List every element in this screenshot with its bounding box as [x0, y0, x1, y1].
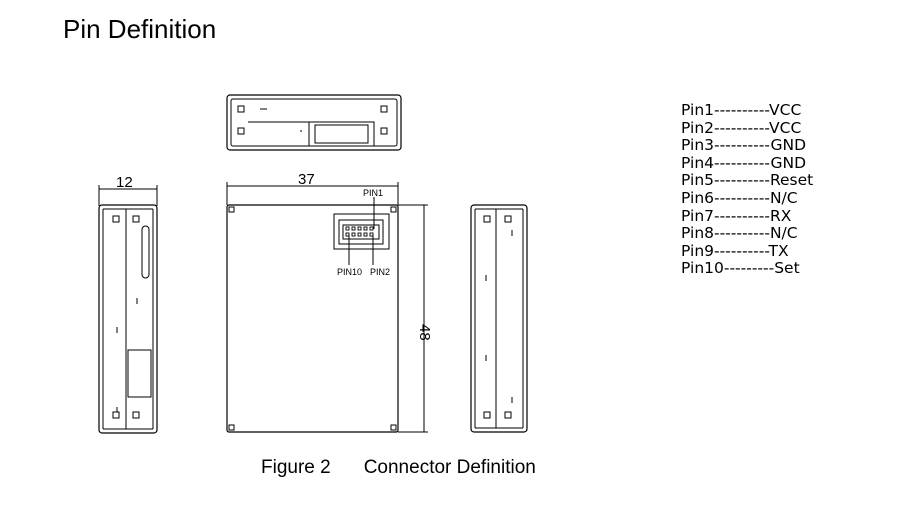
pin-row: Pin9----------TX: [681, 241, 813, 261]
pin-number: Pin3: [681, 136, 714, 155]
pin-leader: ----------: [714, 136, 771, 155]
pin-row: Pin6----------N/C: [681, 188, 813, 208]
pin-signal: Set: [774, 259, 800, 278]
front-view: [226, 182, 428, 433]
pin-row: Pin7----------RX: [681, 206, 813, 226]
pin-number: Pin2: [681, 118, 714, 137]
pin2-label: PIN2: [370, 267, 390, 277]
pin-signal: GND: [770, 136, 807, 155]
pin-leader: ----------: [714, 101, 770, 119]
pin-leader: ----------: [714, 118, 770, 137]
pin-leader: ---------: [723, 259, 775, 278]
figure-number: Figure 2: [261, 457, 331, 478]
pin-signal: GND: [770, 153, 807, 172]
pin-row: Pin8----------N/C: [681, 224, 813, 243]
top-view: [226, 94, 402, 151]
pin-definition-list: Pin1----------VCC Pin2----------VCC Pin3…: [681, 101, 813, 278]
pin-leader: ----------: [714, 171, 770, 190]
pin-leader: ----------: [714, 224, 770, 243]
pin-signal: TX: [768, 241, 789, 260]
pin-number: Pin10: [681, 259, 724, 278]
figure-title: Connector Definition: [363, 457, 536, 478]
pin10-label: PIN10: [337, 267, 362, 277]
pin-leader: ----------: [714, 241, 769, 260]
pin-number: Pin1: [681, 101, 714, 119]
pin-signal: RX: [769, 206, 792, 225]
pin-signal: N/C: [769, 188, 798, 207]
front-width-dimension: 37: [298, 171, 315, 188]
front-height-dimension: 48: [416, 324, 433, 341]
pin-signal: N/C: [769, 224, 798, 243]
pin-number: Pin5: [681, 171, 714, 190]
pin1-label: PIN1: [363, 188, 383, 198]
pin-row: Pin4----------GND: [681, 153, 813, 173]
pin-row: Pin2----------VCC: [681, 118, 813, 138]
side-width-dimension: 12: [116, 174, 133, 191]
pin-signal: VCC: [769, 101, 802, 119]
pin-leader: ----------: [714, 153, 771, 172]
figure-caption: Figure 2 Connector Definition: [261, 457, 536, 479]
page-title: Pin Definition: [63, 14, 217, 44]
pin-row: Pin3----------GND: [681, 136, 813, 155]
pin-row: Pin5----------Reset: [681, 172, 813, 190]
pin-row: Pin1----------VCC: [681, 101, 813, 120]
pin-leader: ----------: [714, 188, 770, 207]
pin-leader: ----------: [714, 206, 770, 225]
pin-number: Pin7: [681, 206, 714, 225]
pin-signal: VCC: [769, 118, 802, 137]
pin-number: Pin6: [681, 188, 714, 207]
pin-number: Pin8: [681, 224, 714, 243]
pin-row: Pin10---------Set: [681, 260, 813, 278]
pin-signal: Reset: [769, 171, 814, 190]
right-side-view: [470, 204, 528, 433]
pin-number: Pin4: [681, 153, 714, 172]
pin-number: Pin9: [681, 241, 714, 260]
left-side-view: [98, 185, 158, 434]
